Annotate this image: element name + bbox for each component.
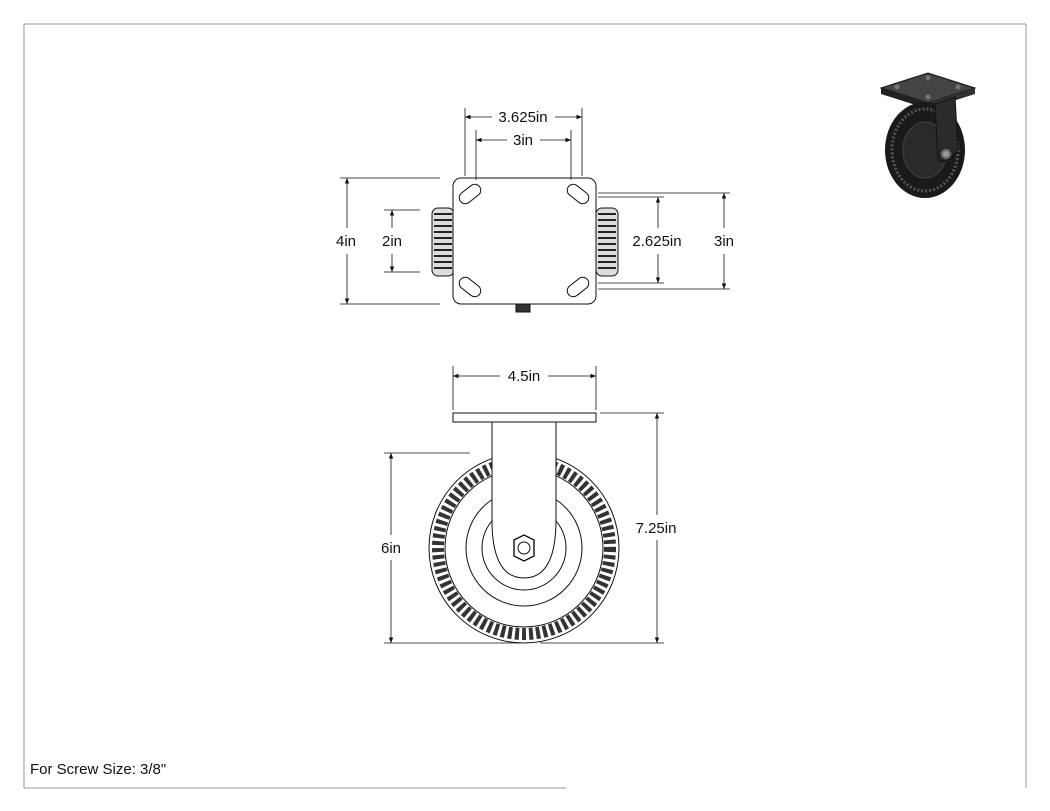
dim-wheel-diameter: 6in <box>381 540 401 557</box>
top-view-dimensions <box>340 108 730 305</box>
axle-nut-top <box>515 303 531 313</box>
side-view-dimension-labels: 4.5in 7.25in 6in <box>381 368 676 557</box>
side-mount-plate <box>452 412 597 423</box>
top-view-dimension-labels: 3.625in 3in 4in 2in 2.625in 3in <box>336 109 734 250</box>
left-wheel-tread <box>431 207 455 277</box>
right-wheel-tread <box>595 207 619 277</box>
dim-right-outer: 3in <box>714 233 734 250</box>
fork-leg <box>491 420 557 579</box>
dim-plate-width: 4.5in <box>508 368 541 385</box>
dim-height-outer: 4in <box>336 233 356 250</box>
caster-3d-thumbnail-icon <box>879 72 977 198</box>
dim-width-outer: 3.625in <box>498 109 547 126</box>
dim-right-inner: 2.625in <box>632 233 681 250</box>
side-view <box>428 412 620 644</box>
dim-height-inner: 2in <box>382 233 402 250</box>
bolt-slots <box>458 183 590 298</box>
sheet-frame <box>23 23 1027 789</box>
dim-overall-height: 7.25in <box>636 520 677 537</box>
tire-tread <box>432 456 616 640</box>
top-view <box>431 177 619 313</box>
side-view-dimensions <box>384 366 664 644</box>
dim-width-inner: 3in <box>513 132 533 149</box>
screw-size-note: For Screw Size: 3/8" <box>30 761 167 778</box>
